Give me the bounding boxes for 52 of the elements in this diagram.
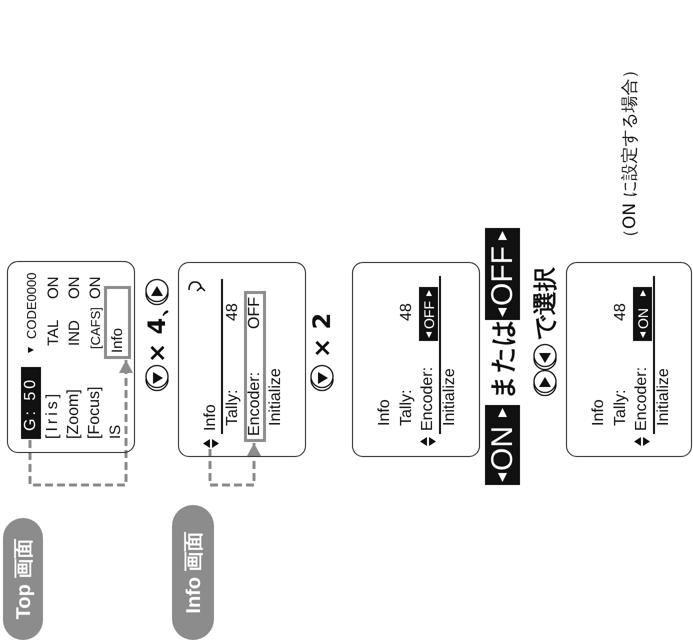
up-down-arrow-icon: [203, 439, 219, 448]
screen-text: 48: [398, 303, 416, 321]
screen-text: TAL: [44, 320, 62, 346]
screen-text: ON: [634, 308, 650, 329]
instruction-text: で選択: [531, 267, 559, 340]
screen-text: Info: [590, 399, 608, 426]
screen-text: OFF: [420, 301, 436, 329]
lcd-screen: [178, 262, 306, 457]
screen-text: ON: [66, 276, 82, 299]
screen-text: Tally:: [224, 390, 242, 426]
instruction-text: または: [488, 319, 518, 400]
screen-text: Initialize: [267, 368, 285, 426]
screen-text: IS: [106, 424, 124, 439]
screen-text: Info: [202, 404, 220, 431]
selection-frame: [244, 291, 266, 442]
note-text: （ON に設定する場合）: [620, 61, 640, 246]
screen-label: Info 画面: [172, 505, 214, 640]
screen-text: ON: [44, 276, 62, 299]
screen-text: Encoder:: [633, 366, 651, 431]
screen-text: [Focus]: [86, 386, 104, 439]
screen-text: OFF: [246, 297, 264, 329]
screen-text: Initialize: [655, 368, 673, 426]
screen-text: Info: [376, 399, 394, 426]
screen-label: Top 画面: [3, 518, 43, 640]
screen-text: 48: [612, 303, 630, 321]
selection-frame: Info: [104, 286, 131, 359]
lcd-screen: [352, 262, 480, 457]
screen-text: IND: [66, 320, 82, 346]
screen-text: [Zoom]: [65, 389, 83, 439]
screen-text: [CAFS]: [88, 307, 102, 349]
selected-value: [419, 287, 438, 341]
screen-text: CODE0000: [24, 272, 38, 339]
lcd-screen: [7, 261, 135, 453]
multiplier-text: × 4、: [143, 294, 171, 363]
screen-text: Encoder:: [246, 372, 264, 436]
option-box: [485, 228, 520, 320]
screen-text: Initialize: [441, 368, 459, 426]
screen-text: Encoder:: [419, 366, 437, 431]
screen-text: Tally:: [398, 390, 416, 426]
option-box: [485, 405, 520, 485]
screen-text: 48: [224, 303, 242, 321]
dashed-arrow: [28, 360, 133, 486]
screen-text: [Iris]: [44, 390, 62, 439]
option-text: OFF: [485, 246, 520, 306]
selected-item: G: 50: [21, 367, 41, 439]
screen-text: Tally:: [612, 390, 630, 426]
selected-value: [633, 287, 652, 341]
screen-text: ON: [86, 276, 104, 299]
lcd-screen: [566, 262, 692, 457]
option-text: ON: [485, 426, 520, 471]
multiplier-text: × 2: [308, 312, 336, 358]
dashed-arrow: [208, 443, 261, 486]
